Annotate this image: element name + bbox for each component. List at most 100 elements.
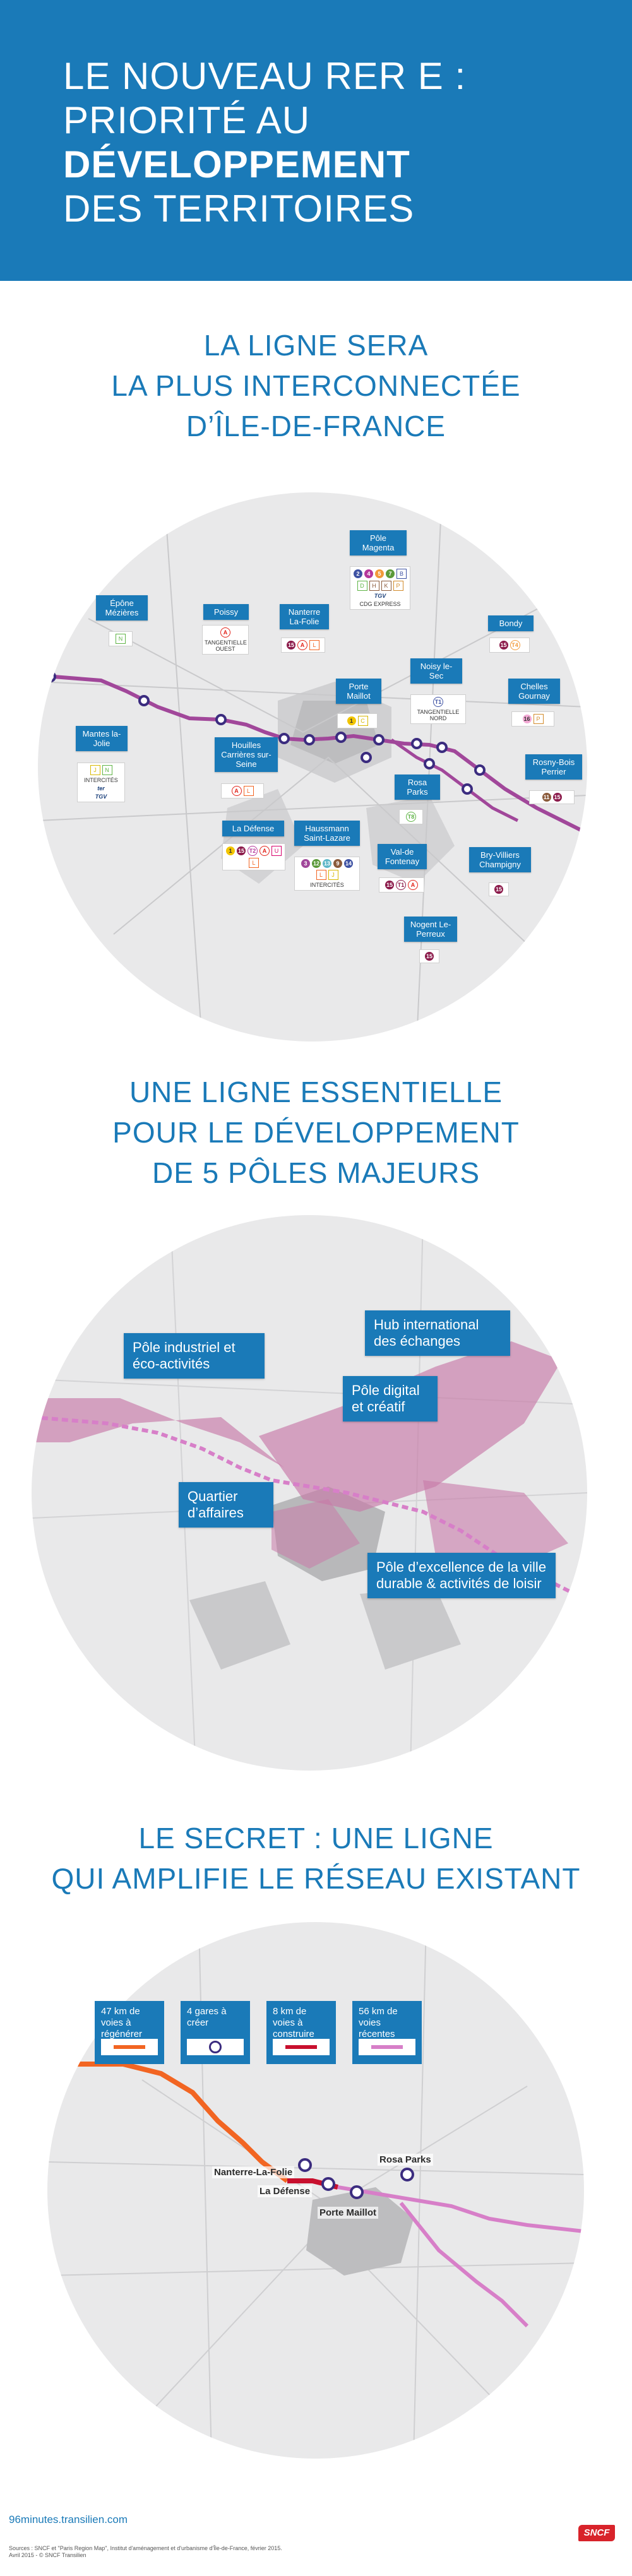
station-lines-pole-magenta: 2 4 5 7 B D H K P TGV CDG EXPRESS (350, 566, 410, 610)
section3-title-l2: QUI AMPLIFIE LE RÉSEAU EXISTANT (51, 1862, 581, 1895)
poles-map-svg (32, 1215, 587, 1771)
station-lines-houilles: A L (221, 783, 264, 798)
stat-regen-swatch (101, 2039, 158, 2055)
line-l-icon: L (316, 870, 326, 880)
stat-recent-text: 56 km de voies récentes (359, 2006, 398, 2039)
tag-tgv: TGV (374, 593, 386, 599)
station-label-pole-magenta: Pôle Magenta (350, 530, 407, 555)
station-lines-chelles: 16 P (511, 711, 554, 727)
line-p-icon: P (393, 581, 403, 591)
section2-title-l1: UNE LIGNE ESSENTIELLE (129, 1076, 503, 1108)
section1-title-l1: LA LIGNE SERA (203, 329, 429, 362)
metro-15-icon: 15 (494, 885, 503, 894)
station-lines-poissy: A TANGENTIELLE OUEST (202, 625, 249, 655)
line-l-icon: L (249, 858, 259, 868)
station-label-bry: Bry-Villiers Champigny (469, 847, 531, 872)
rer-a-icon: A (259, 846, 270, 856)
tag-ter: ter (97, 785, 105, 792)
section2-title-l2: POUR LE DÉVELOPPEMENT (112, 1116, 520, 1149)
pole-affaires-label: Quartier d’affaires (179, 1482, 273, 1528)
station-label-noisy: Noisy le-Sec (410, 658, 462, 684)
station-marker-icon (187, 2039, 244, 2055)
header-line-4: DES TERRITOIRES (63, 187, 415, 230)
metro-11-icon: 11 (542, 793, 551, 802)
station-la-defense-label: La Défense (258, 2185, 313, 2197)
station-lines-nogent: 15 (419, 949, 439, 963)
section1-title-l3: D’ÎLE-DE-FRANCE (186, 410, 446, 442)
tag-cdg-express: CDG EXPRESS (359, 601, 401, 607)
tram-t1-icon: T1 (433, 697, 443, 707)
station-label-haussmann: Haussmann Saint-Lazare (294, 821, 360, 846)
stat-construct-swatch (273, 2039, 330, 2055)
tag-tangentielle-nord: TANGENTIELLE NORD (417, 709, 460, 721)
footer-date: Avril 2015 - © SNCF Transilien (9, 2552, 86, 2558)
tram-t2-icon: T2 (247, 846, 258, 856)
station-lines-rosa-parks: T8 (399, 809, 423, 824)
metro-5-icon: 5 (375, 569, 384, 578)
station-label-chelles: Chelles Gournay (508, 679, 560, 704)
station-lines-haussmann: 3 12 13 9 14 L J INTERCITÉS (294, 857, 360, 891)
metro-15-icon: 15 (385, 881, 394, 889)
station-lines-val-fontenay: 15 T1 A (379, 877, 424, 893)
station-label-la-defense: La Défense (222, 821, 284, 836)
header-banner: LE NOUVEAU RER E : PRIORITÉ AU DÉVELOPPE… (0, 0, 632, 281)
rer-c-icon: C (357, 716, 368, 726)
pole-industriel-label: Pôle industriel et éco-activités (124, 1333, 265, 1379)
footer-sources: Sources : SNCF et "Paris Region Map", In… (9, 2545, 451, 2559)
tram-t4-icon: T4 (510, 640, 520, 650)
station-lines-bry: 15 (489, 882, 509, 896)
station-label-bondy: Bondy (488, 615, 534, 631)
poles-map (32, 1215, 587, 1771)
rer-d-icon: D (357, 581, 367, 591)
metro-13-icon: 13 (323, 859, 331, 868)
footer-sources-text: Sources : SNCF et "Paris Region Map", In… (9, 2545, 282, 2551)
station-label-rosny: Rosny-Bois Perrier (525, 754, 582, 780)
line-u-icon: U (271, 846, 282, 856)
metro-4-icon: 4 (364, 569, 373, 578)
metro-15-icon: 15 (237, 846, 246, 855)
tag-tgv: TGV (95, 793, 107, 800)
station-lines-rosny: 11 15 (529, 790, 575, 804)
section1-title-l2: LA PLUS INTERCONNECTÉE (111, 369, 521, 402)
station-lines-epone: N (109, 631, 133, 646)
pole-hub-label: Hub international des échanges (365, 1310, 510, 1356)
station-lines-porte-maillot: 1 C (337, 713, 378, 728)
station-label-poissy: Poissy (203, 604, 249, 620)
section2-title-l3: DE 5 PÔLES MAJEURS (152, 1156, 480, 1189)
station-lines-nanterre: 15 A L (281, 638, 325, 653)
station-lines-noisy: T1 TANGENTIELLE NORD (410, 694, 466, 724)
tag-intercites: INTERCITÉS (84, 777, 118, 783)
line-n-icon: N (102, 765, 112, 775)
tram-t1-icon: T1 (396, 880, 406, 890)
header-line-1: LE NOUVEAU RER E : (63, 55, 467, 97)
station-lines-mantes: J N INTERCITÉS ter TGV (77, 763, 125, 802)
stat-gares: 4 gares à créer (181, 2001, 250, 2064)
station-label-nanterre: Nanterre La-Folie (280, 604, 329, 629)
rer-a-icon: A (220, 627, 230, 638)
line-l-icon: L (243, 786, 254, 796)
tag-tangentielle-ouest: TANGENTIELLE OUEST (205, 639, 247, 652)
metro-2-icon: 2 (354, 569, 362, 578)
station-label-mantes: Mantes la-Jolie (76, 726, 128, 751)
stat-recent-swatch (359, 2039, 415, 2055)
station-label-houilles: Houilles Carrières sur-Seine (215, 737, 278, 772)
station-lines-bondy: 15 T4 (489, 638, 530, 653)
line-h-icon: H (369, 581, 379, 591)
stat-recent: 56 km de voies récentes (352, 2001, 422, 2064)
tram-15-icon: 15 (287, 641, 295, 650)
header-line-3: DÉVELOPPEMENT (63, 143, 410, 186)
stat-construct-text: 8 km de voies à construire (273, 2006, 314, 2039)
tag-intercites: INTERCITÉS (310, 882, 344, 888)
tram-15-icon: 15 (499, 641, 508, 650)
line-l-icon: L (309, 640, 319, 650)
rer-b-icon: B (396, 569, 407, 579)
station-label-nogent: Nogent Le-Perreux (404, 917, 457, 942)
metro-15-icon: 15 (552, 793, 562, 802)
line-n-icon: N (116, 634, 126, 644)
stat-construct: 8 km de voies à construire (266, 2001, 336, 2064)
line-k-icon: K (381, 581, 391, 591)
pole-excellence-label: Pôle d’excellence de la ville durable & … (367, 1553, 556, 1598)
metro-1-icon: 1 (347, 716, 356, 725)
footer-url-link[interactable]: 96minutes.transilien.com (9, 2514, 128, 2526)
line-j-icon: J (90, 765, 100, 775)
